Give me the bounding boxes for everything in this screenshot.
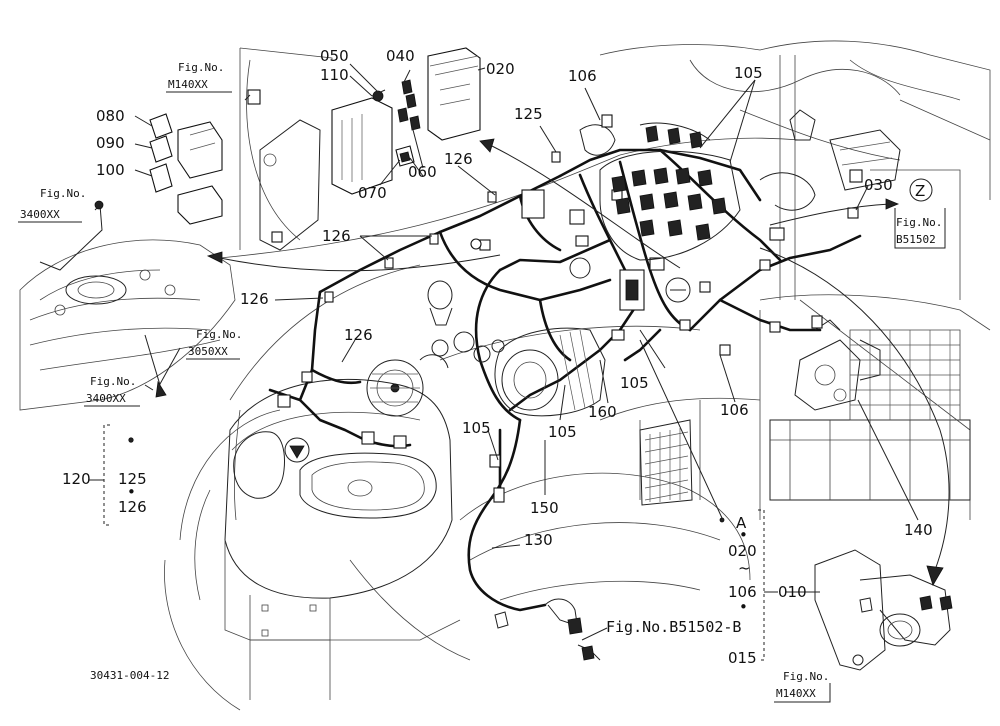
fig-ref-m140-top: Fig.No. M140XX <box>166 61 232 93</box>
bracket-010 <box>814 549 953 671</box>
label-tilde: ~ <box>738 559 751 577</box>
label-bullet-b: • <box>739 598 748 616</box>
label-150: 150 <box>530 499 559 517</box>
part-labels: 050 110 040 020 080 090 100 060 070 125 … <box>62 47 933 667</box>
fig-ref-m140-low: Fig.No. M140XX <box>774 670 831 703</box>
fig-ref-b51502: Fig.No. B51502 <box>896 216 942 246</box>
harness-connectors <box>277 151 859 503</box>
label-106-mid: 106 <box>720 401 749 419</box>
label-020-range: 020 <box>728 542 757 560</box>
battery-pack <box>769 419 971 501</box>
label-125-top: 125 <box>514 105 543 123</box>
label-040: 040 <box>386 47 415 65</box>
label-125-bracket: 125 <box>118 470 147 488</box>
group-brackets <box>103 424 765 661</box>
label-020: 020 <box>486 60 515 78</box>
label-070: 070 <box>358 184 387 202</box>
grille-hatch <box>639 419 693 506</box>
label-030: 030 <box>864 176 893 194</box>
svg-text:Fig.No.: Fig.No. <box>196 328 242 341</box>
label-160: 160 <box>588 403 617 421</box>
label-015: 015 <box>728 649 757 667</box>
svg-text:3400XX: 3400XX <box>20 208 60 221</box>
starter-motor <box>453 327 606 417</box>
svg-text:Fig.No.: Fig.No. <box>896 216 942 229</box>
label-105-low: 105 <box>548 423 577 441</box>
svg-text:Fig.No.: Fig.No. <box>90 375 136 388</box>
label-140: 140 <box>904 521 933 539</box>
alternator <box>366 238 482 417</box>
label-126-b: 126 <box>322 227 351 245</box>
label-a: A <box>736 514 747 532</box>
svg-text:M140XX: M140XX <box>776 687 816 700</box>
callout-arrows <box>206 138 950 586</box>
svg-text:Fig.No.: Fig.No. <box>783 670 829 683</box>
label-060: 060 <box>408 163 437 181</box>
fig-ref-3400-low: Fig.No. 3400XX <box>84 375 140 407</box>
label-090: 090 <box>96 134 125 152</box>
svg-text:Z: Z <box>915 182 925 200</box>
svg-text:M140XX: M140XX <box>168 78 208 91</box>
leader-lines <box>94 63 946 641</box>
drawing-code: 30431-004-12 <box>90 669 169 682</box>
fig-ref-3050: Fig.No. 3050XX <box>186 328 242 360</box>
label-120: 120 <box>62 470 91 488</box>
svg-text:B51502: B51502 <box>896 233 936 246</box>
svg-text:Fig.No.: Fig.No. <box>40 187 86 200</box>
svg-text:3400XX: 3400XX <box>86 392 126 405</box>
label-105-mid: 105 <box>620 374 649 392</box>
label-bullet-bracket: • <box>127 483 136 501</box>
label-110: 110 <box>320 66 349 84</box>
harness-end-b51502b <box>494 598 601 661</box>
engine-cover <box>19 200 236 411</box>
tractor-body-outline <box>164 40 991 711</box>
label-100: 100 <box>96 161 125 179</box>
label-126-a: 126 <box>444 150 473 168</box>
svg-text:Fig.No.B51502-B: Fig.No.B51502-B <box>606 618 741 636</box>
view-marker-z: Z <box>909 178 933 202</box>
label-bullet-a: • <box>739 526 748 544</box>
label-010: 010 <box>778 583 807 601</box>
main-wiring-harness <box>268 148 862 612</box>
label-106-top: 106 <box>568 67 597 85</box>
fig-ref-3400-top: Fig.No. 3400XX <box>18 187 86 223</box>
label-126-c: 126 <box>240 290 269 308</box>
label-105-top: 105 <box>734 64 763 82</box>
label-080: 080 <box>96 107 125 125</box>
label-126-d: 126 <box>344 326 373 344</box>
svg-text:Fig.No.: Fig.No. <box>178 61 224 74</box>
radiator-grid <box>849 329 961 421</box>
label-126-bracket: 126 <box>118 498 147 516</box>
fig-ref-b51502-b: Fig.No.B51502-B <box>606 618 741 636</box>
label-130: 130 <box>524 531 553 549</box>
label-105-left: 105 <box>462 419 491 437</box>
meter-gauge <box>569 257 691 303</box>
label-106-range: 106 <box>728 583 757 601</box>
label-050: 050 <box>320 47 349 65</box>
valve-assembly <box>759 109 901 411</box>
svg-text:3050XX: 3050XX <box>188 345 228 358</box>
relay-cluster <box>579 114 741 261</box>
